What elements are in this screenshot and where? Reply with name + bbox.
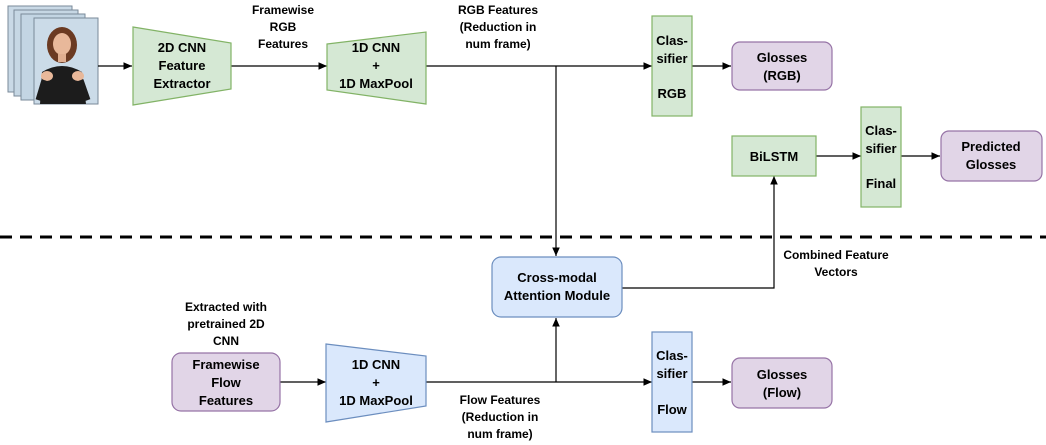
node-framewise-flow-features: Framewise Flow Features — [171, 352, 281, 412]
flow-features-line-3: Features — [199, 393, 253, 408]
node-glosses-flow: Glosses (Flow) — [731, 357, 833, 409]
svg-text:Features: Features — [258, 37, 308, 51]
svg-text:num frame): num frame) — [465, 37, 530, 51]
edge-cross-modal-to-bilstm — [622, 176, 778, 289]
label-framewise-rgb-features: Framewise RGB Features — [252, 3, 314, 51]
svg-text:pretrained 2D: pretrained 2D — [187, 317, 265, 331]
svg-text:CNN: CNN — [213, 334, 239, 348]
bilstm-label: BiLSTM — [750, 149, 798, 164]
svg-text:num frame): num frame) — [467, 427, 532, 441]
cross-modal-line-2: Attention Module — [504, 288, 610, 303]
node-1d-cnn-maxpool-rgb: 1D CNN + 1D MaxPool — [326, 31, 427, 105]
cnn1d-flow-line-2: + — [372, 375, 380, 390]
classifier-rgb-line-1: Clas- — [656, 33, 688, 48]
label-flow-features-reduction: Flow Features (Reduction in num frame) — [460, 393, 541, 441]
classifier-flow-line-4: Flow — [657, 402, 687, 417]
predicted-line-2: Glosses — [966, 157, 1017, 172]
glosses-flow-line-2: (Flow) — [763, 385, 801, 400]
label-extracted-with-pretrained-cnn: Extracted with pretrained 2D CNN — [185, 300, 267, 348]
glosses-rgb-line-1: Glosses — [757, 50, 808, 65]
classifier-rgb-line-2: sifier — [656, 51, 687, 66]
node-cross-modal-attention: Cross-modal Attention Module — [491, 256, 623, 318]
sign-language-video-frames-icon — [7, 5, 99, 105]
svg-text:Extracted with: Extracted with — [185, 300, 267, 314]
classifier-flow-line-1: Clas- — [656, 348, 688, 363]
classifier-final-line-4: Final — [866, 176, 896, 191]
cnn2d-line-1: 2D CNN — [158, 40, 206, 55]
svg-text:RGB: RGB — [270, 20, 297, 34]
svg-text:(Reduction in: (Reduction in — [460, 20, 537, 34]
node-bilstm: BiLSTM — [731, 135, 817, 177]
svg-text:Combined Feature: Combined Feature — [783, 248, 889, 262]
label-rgb-features-reduction: RGB Features (Reduction in num frame) — [458, 3, 538, 51]
cnn1d-flow-line-3: 1D MaxPool — [339, 393, 413, 408]
node-predicted-glosses: Predicted Glosses — [940, 130, 1043, 182]
node-classifier-flow: Clas- sifier Flow — [651, 331, 693, 433]
node-1d-cnn-maxpool-flow: 1D CNN + 1D MaxPool — [325, 343, 427, 423]
node-glosses-rgb: Glosses (RGB) — [731, 41, 833, 91]
classifier-rgb-line-4: RGB — [658, 86, 687, 101]
cross-modal-line-1: Cross-modal — [517, 270, 596, 285]
node-classifier-final: Clas- sifier Final — [860, 106, 902, 208]
svg-text:RGB Features: RGB Features — [458, 3, 538, 17]
cnn2d-line-3: Extractor — [153, 76, 210, 91]
classifier-final-line-1: Clas- — [865, 123, 897, 138]
node-2d-cnn-feature-extractor: 2D CNN Feature Extractor — [132, 26, 232, 106]
classifier-final-line-2: sifier — [865, 141, 896, 156]
flow-features-line-2: Flow — [211, 375, 241, 390]
cnn1d-rgb-line-3: 1D MaxPool — [339, 76, 413, 91]
predicted-line-1: Predicted — [961, 139, 1020, 154]
svg-text:Framewise: Framewise — [252, 3, 314, 17]
cnn2d-line-2: Feature — [159, 58, 206, 73]
node-classifier-rgb: Clas- sifier RGB — [651, 15, 693, 117]
edges — [98, 62, 940, 386]
glosses-rgb-line-2: (RGB) — [763, 68, 801, 83]
label-combined-feature-vectors: Combined Feature Vectors — [783, 248, 889, 279]
glosses-flow-line-1: Glosses — [757, 367, 808, 382]
classifier-flow-line-2: sifier — [656, 366, 687, 381]
svg-text:Flow Features: Flow Features — [460, 393, 541, 407]
cnn1d-flow-line-1: 1D CNN — [352, 357, 400, 372]
cnn1d-rgb-line-1: 1D CNN — [352, 40, 400, 55]
svg-text:Vectors: Vectors — [814, 265, 858, 279]
flow-features-line-1: Framewise — [192, 357, 259, 372]
cnn1d-rgb-line-2: + — [372, 58, 380, 73]
svg-text:(Reduction in: (Reduction in — [462, 410, 539, 424]
